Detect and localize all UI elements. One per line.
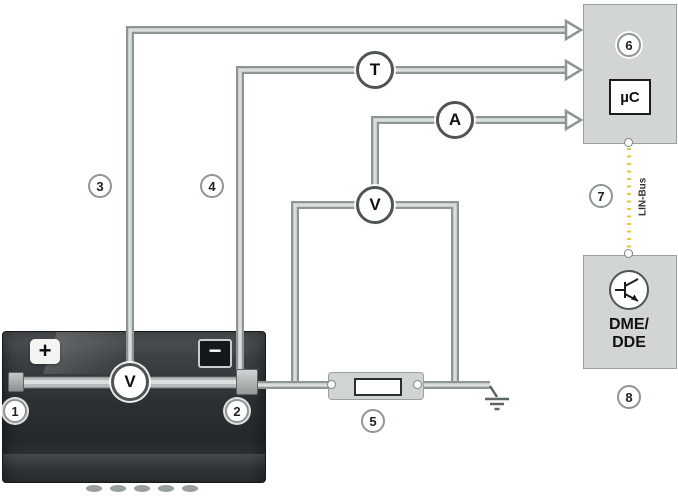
battery-plus-label: + <box>30 339 60 364</box>
battery-foot <box>86 485 102 492</box>
battery-foot <box>134 485 150 492</box>
current-sensor-circle: A <box>436 101 474 139</box>
battery-minus-label: − <box>198 339 232 368</box>
dme-label-line2: DDE <box>612 334 646 351</box>
shunt-voltage-sensor-circle: V <box>356 186 394 224</box>
battery-foot <box>182 485 198 492</box>
callout-1: 1 <box>3 399 27 423</box>
wire-battery-voltage <box>126 26 566 368</box>
microcontroller-chip: µC <box>609 79 651 115</box>
resistor-element-icon <box>354 378 402 396</box>
connection-dot <box>327 380 336 389</box>
callout-2: 2 <box>225 399 249 423</box>
dme-dde-label: DME/ DDE <box>583 316 675 352</box>
sensor-electronics-box <box>583 4 677 144</box>
arrowhead-icon <box>564 108 584 132</box>
battery-terminal-positive <box>8 372 24 392</box>
battery-foot <box>110 485 126 492</box>
callout-4: 4 <box>200 174 224 198</box>
lin-bus-label: LIN-Bus <box>637 177 649 217</box>
callout-5: 5 <box>361 409 385 433</box>
callout-7: 7 <box>589 184 613 208</box>
connection-dot <box>624 249 633 258</box>
battery-voltage-sensor-circle: V <box>111 363 149 401</box>
temperature-sensor-circle: T <box>356 51 394 89</box>
wire-current <box>371 116 566 198</box>
shunt-resistor <box>328 372 424 400</box>
callout-6: 6 <box>617 33 641 57</box>
callout-3: 3 <box>88 174 112 198</box>
wire-temperature <box>236 66 566 374</box>
connection-dot <box>624 138 633 147</box>
arrowhead-icon <box>564 18 584 42</box>
battery-foot <box>158 485 174 492</box>
ground-icon <box>485 385 509 411</box>
connection-dot <box>413 380 422 389</box>
battery-terminal-negative <box>236 369 258 395</box>
arrowhead-icon <box>564 58 584 82</box>
wire-shunt-voltage <box>291 201 459 387</box>
dme-label-line1: DME/ <box>609 316 649 333</box>
callout-8: 8 <box>617 385 641 409</box>
transistor-icon <box>609 270 649 310</box>
